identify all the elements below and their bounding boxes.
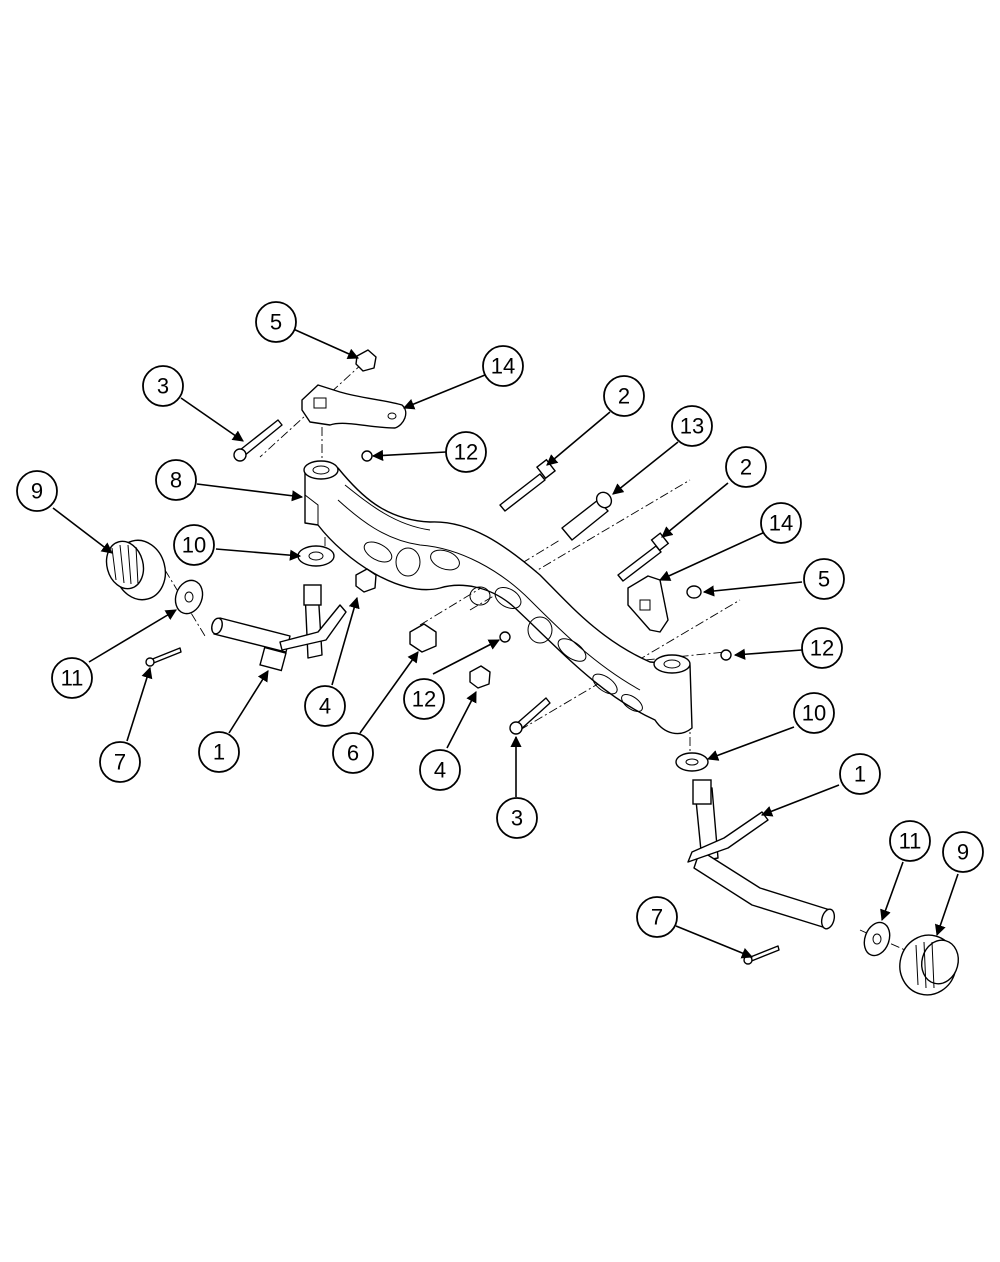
svg-text:14: 14 xyxy=(769,511,793,536)
nut-center xyxy=(469,665,491,689)
washer-left xyxy=(174,579,204,615)
washer-right xyxy=(863,921,891,957)
pin-lower xyxy=(617,532,670,582)
svg-text:6: 6 xyxy=(347,741,359,766)
callout-7-right: 7 xyxy=(636,896,678,938)
svg-text:11: 11 xyxy=(61,666,84,691)
callout-1-right: 1 xyxy=(839,753,881,795)
pin-upper xyxy=(499,458,557,512)
svg-text:5: 5 xyxy=(270,310,282,335)
svg-text:2: 2 xyxy=(618,384,630,409)
svg-text:12: 12 xyxy=(412,687,436,712)
axle-beam xyxy=(303,460,693,735)
callout-2-top: 2 xyxy=(603,375,645,417)
svg-text:10: 10 xyxy=(802,701,826,726)
callout-balloons: 5 14 3 12 2 13 8 9 10 2 14 5 12 11 4 12 … xyxy=(16,301,984,938)
callout-11-left: 11 xyxy=(51,657,93,699)
svg-text:8: 8 xyxy=(170,468,182,493)
svg-text:3: 3 xyxy=(511,806,523,831)
svg-text:12: 12 xyxy=(810,636,834,661)
callout-2-right: 2 xyxy=(725,446,767,488)
svg-text:3: 3 xyxy=(157,374,169,399)
cotter-pin-left xyxy=(145,647,182,667)
svg-text:9: 9 xyxy=(957,840,969,865)
callout-10-left: 10 xyxy=(173,524,215,566)
svg-text:7: 7 xyxy=(114,750,126,775)
steering-arm-lower xyxy=(627,575,669,633)
callout-9-right: 9 xyxy=(942,831,984,873)
callout-5-right: 5 xyxy=(803,558,845,600)
sleeve xyxy=(561,491,613,541)
bushing xyxy=(409,623,437,653)
callout-12-top: 12 xyxy=(445,431,487,473)
spindle-right xyxy=(687,779,836,930)
bolt-upper xyxy=(233,419,283,462)
callout-9-left: 9 xyxy=(16,470,58,512)
callout-1-left: 1 xyxy=(198,731,240,773)
callout-3-top: 3 xyxy=(142,365,184,407)
svg-text:12: 12 xyxy=(454,440,478,465)
grease-fitting-right xyxy=(720,649,732,661)
bolt-lower xyxy=(509,697,551,735)
svg-text:5: 5 xyxy=(818,567,830,592)
svg-text:9: 9 xyxy=(31,479,43,504)
callout-10-right: 10 xyxy=(793,692,835,734)
cotter-pin-right xyxy=(743,945,780,965)
callout-12-right: 12 xyxy=(801,627,843,669)
callout-13: 13 xyxy=(671,405,713,447)
svg-text:1: 1 xyxy=(213,740,225,765)
bearing-left xyxy=(105,539,167,601)
spindle-left xyxy=(211,584,347,672)
callout-7-left: 7 xyxy=(99,741,141,783)
leader-lines xyxy=(52,327,959,959)
svg-text:11: 11 xyxy=(899,829,922,854)
svg-text:10: 10 xyxy=(182,533,206,558)
svg-text:4: 4 xyxy=(319,694,331,719)
nut-left xyxy=(355,568,377,593)
bearing-right xyxy=(899,934,959,996)
svg-text:1: 1 xyxy=(854,762,866,787)
thrust-washer-left xyxy=(297,545,335,567)
callout-11-right: 11 xyxy=(889,820,931,862)
thrust-washer-right xyxy=(675,752,709,772)
callout-3-lower: 3 xyxy=(496,797,538,839)
callout-12-center: 12 xyxy=(403,678,445,720)
callout-5-top: 5 xyxy=(255,301,297,343)
svg-text:4: 4 xyxy=(434,758,446,783)
callout-14-top: 14 xyxy=(482,345,524,387)
nut-top xyxy=(355,349,377,372)
svg-text:7: 7 xyxy=(651,905,663,930)
callout-8: 8 xyxy=(155,459,197,501)
callout-14-right: 14 xyxy=(760,502,802,544)
svg-text:13: 13 xyxy=(680,414,704,439)
grease-fitting-center xyxy=(499,631,511,643)
nut-right xyxy=(686,585,702,599)
callout-4-center: 4 xyxy=(419,749,461,791)
callout-6: 6 xyxy=(332,732,374,774)
callout-4-left: 4 xyxy=(304,685,346,727)
steering-arm-upper xyxy=(301,384,407,429)
svg-text:2: 2 xyxy=(740,455,752,480)
grease-fitting-upper xyxy=(361,450,373,462)
svg-text:14: 14 xyxy=(491,354,515,379)
